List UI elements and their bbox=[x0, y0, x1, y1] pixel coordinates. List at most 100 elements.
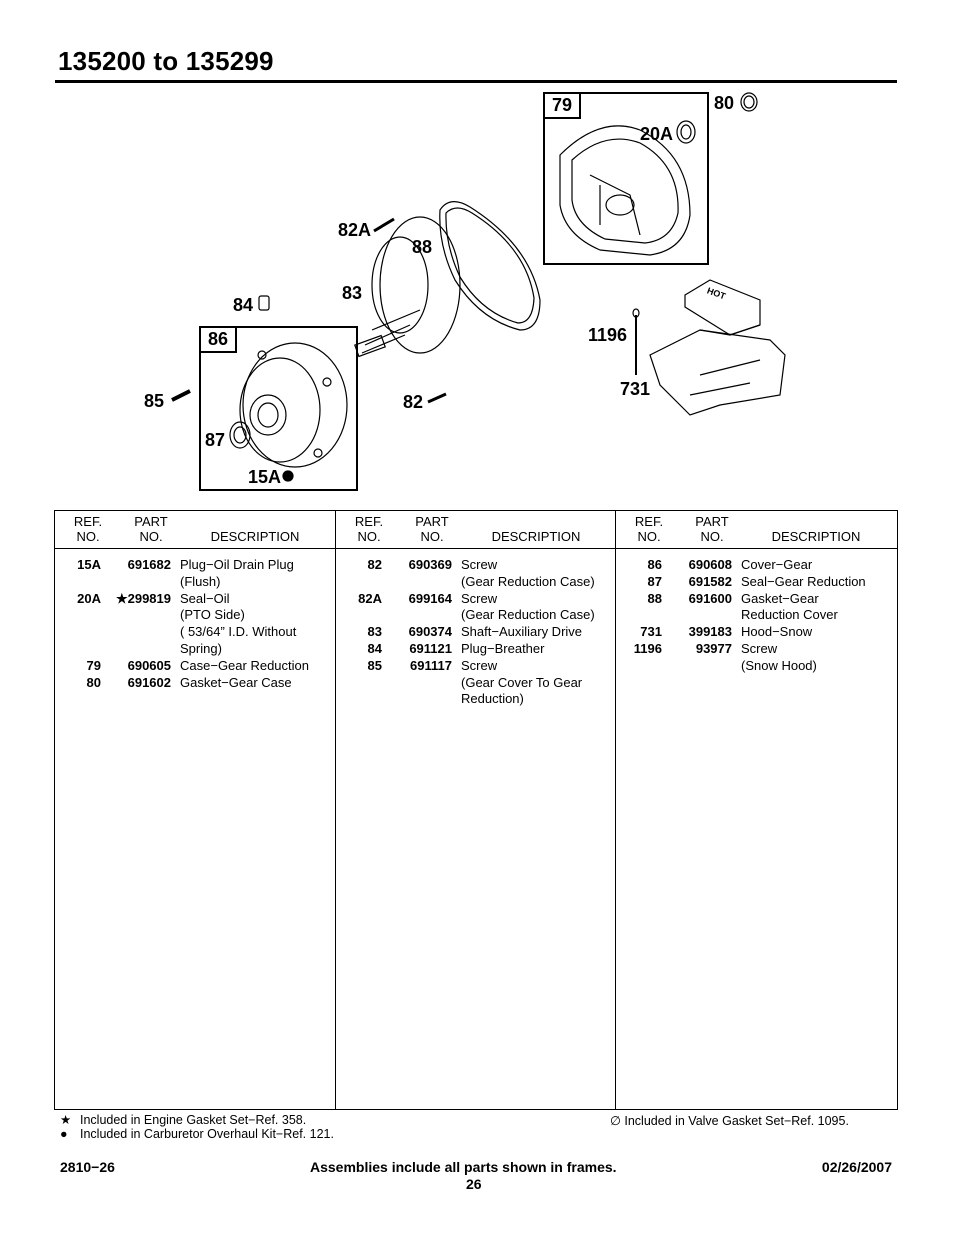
callout-86: 86 bbox=[201, 328, 238, 353]
description-line: Plug−Breather bbox=[461, 640, 545, 656]
part-description: Gasket−Gear Case bbox=[171, 675, 335, 692]
part-header-1: PART bbox=[134, 514, 168, 529]
part-number: 399183 bbox=[688, 624, 732, 640]
dot-icon: ● bbox=[60, 1127, 68, 1141]
description-line: (Snow Hood) bbox=[741, 657, 817, 673]
part-description: Hood−Snow bbox=[732, 624, 897, 641]
hot-label: HOT bbox=[706, 285, 728, 301]
ref-header-1: REF. bbox=[73, 514, 103, 529]
part-header-2: NO. bbox=[420, 529, 444, 544]
description-line: Case−Gear Reduction bbox=[180, 657, 309, 673]
ref-number: 20A bbox=[77, 590, 101, 606]
ref-number: 82 bbox=[367, 557, 382, 572]
part-header-1: PART bbox=[695, 514, 729, 529]
description-line: (Flush) bbox=[180, 573, 221, 589]
part-number: ★299819 bbox=[115, 590, 171, 606]
part-header-2: NO. bbox=[139, 529, 163, 544]
part-description: Plug−Oil Drain Plug(Flush) bbox=[171, 557, 335, 591]
ref-header-2: NO. bbox=[637, 529, 661, 544]
part-description: Cover−Gear bbox=[732, 557, 897, 574]
callout-84: 84 bbox=[233, 295, 254, 315]
callout-82a: 82A bbox=[338, 220, 372, 240]
dot-note: Included in Carburetor Overhaul Kit−Ref.… bbox=[80, 1127, 334, 1141]
callout-1196: 1196 bbox=[588, 325, 628, 345]
description-line: Cover−Gear bbox=[741, 557, 813, 572]
ref-header-2: NO. bbox=[357, 529, 381, 544]
description-line: Screw bbox=[461, 590, 498, 606]
gear-cover-drawing bbox=[239, 342, 348, 468]
part-number: 690605 bbox=[127, 657, 171, 673]
callout-731: 731 bbox=[620, 379, 651, 399]
callout-79: 79 bbox=[545, 94, 582, 119]
description-line: Seal−Gear Reduction bbox=[741, 573, 866, 589]
description-line: Screw bbox=[461, 557, 498, 572]
ref-number: 79 bbox=[86, 657, 101, 673]
description-line: ( 53/64” I.D. Without bbox=[180, 624, 297, 640]
ref-number: 82A bbox=[358, 590, 382, 606]
description-line: (Gear Reduction Case) bbox=[461, 573, 595, 589]
ref-number: 731 bbox=[640, 624, 662, 640]
callout-87: 87 bbox=[205, 430, 226, 450]
description-line: Reduction) bbox=[461, 691, 524, 707]
frame-79: 79 bbox=[543, 92, 709, 265]
part-description: Seal−Gear Reduction bbox=[732, 574, 897, 591]
frame-86: 86 bbox=[199, 326, 358, 491]
valve-note: ∅ Included in Valve Gasket Set−Ref. 1095… bbox=[610, 1114, 849, 1128]
table-row: 86 690608 Cover−Gear bbox=[616, 557, 897, 574]
ref-number: 85 bbox=[367, 657, 382, 673]
description-line: Gasket−Gear Case bbox=[180, 674, 292, 690]
page-number: 26 bbox=[466, 1176, 482, 1192]
ref-number: 1196 bbox=[633, 640, 662, 656]
ref-number: 80 bbox=[86, 674, 101, 690]
description-line: Reduction Cover bbox=[741, 607, 838, 623]
part-description: Shaft−Auxiliary Drive bbox=[452, 624, 616, 641]
part-number: 690608 bbox=[688, 557, 732, 572]
footnotes: ★Included in Engine Gasket Set−Ref. 358.… bbox=[60, 1113, 334, 1141]
title-divider bbox=[55, 80, 897, 83]
part-number: 691682 bbox=[127, 557, 171, 572]
table-row: 731 399183 Hood−Snow bbox=[616, 624, 897, 641]
ref-number: 86 bbox=[647, 557, 662, 572]
description-line: Shaft−Auxiliary Drive bbox=[461, 624, 583, 640]
description-line: Screw bbox=[461, 657, 498, 673]
description-line: (Gear Reduction Case) bbox=[461, 607, 595, 623]
callout-15a: 15A bbox=[248, 467, 282, 487]
parts-column-3: REF. NO. PART NO. DESCRIPTION 86 690608 Co… bbox=[615, 511, 897, 1109]
description-line: Screw bbox=[741, 640, 778, 656]
ref-number: 88 bbox=[647, 590, 662, 606]
column-header: REF. NO. PART NO. DESCRIPTION bbox=[616, 511, 897, 549]
ref-number: 87 bbox=[647, 573, 662, 589]
snow-hood-drawing bbox=[649, 279, 786, 416]
column-header: REF. NO. PART NO. DESCRIPTION bbox=[55, 511, 335, 549]
part-description: Screw(Snow Hood) bbox=[732, 641, 897, 675]
part-description: Plug−Breather bbox=[452, 641, 616, 658]
part-description: Screw(Gear Reduction Case) bbox=[452, 557, 616, 591]
part-number: 93977 bbox=[695, 640, 732, 656]
part-number: 691121 bbox=[409, 640, 452, 656]
doc-date: 02/26/2007 bbox=[821, 1159, 892, 1175]
ref-number: 84 bbox=[367, 640, 382, 656]
desc-header: DESCRIPTION bbox=[491, 529, 581, 544]
part-number: 690369 bbox=[408, 557, 452, 572]
callout-85: 85 bbox=[144, 391, 165, 411]
description-line: Hood−Snow bbox=[741, 624, 813, 640]
description-line: Plug−Oil Drain Plug bbox=[180, 557, 294, 572]
table-row: 84 691121 Plug−Breather bbox=[336, 641, 616, 658]
callout-88: 88 bbox=[412, 237, 433, 257]
callout-83: 83 bbox=[342, 283, 363, 303]
desc-header: DESCRIPTION bbox=[210, 529, 300, 544]
part-description: Screw(Gear Reduction Case) bbox=[452, 591, 616, 625]
callout-20a: 20A bbox=[640, 124, 674, 144]
